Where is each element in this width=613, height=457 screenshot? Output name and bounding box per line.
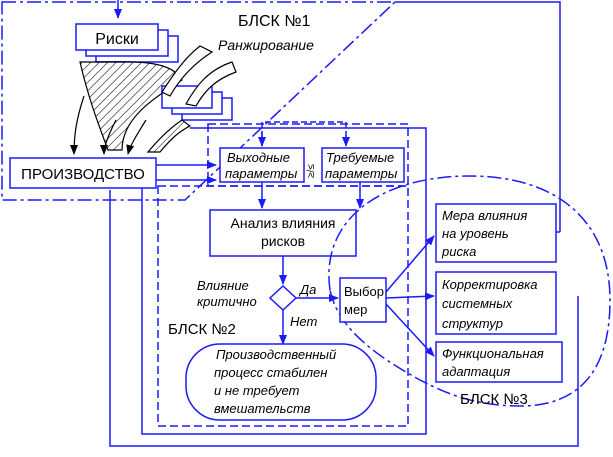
analysis-label-2: рисков bbox=[261, 233, 305, 249]
blsk3-zone bbox=[328, 175, 611, 407]
blsk1-zone bbox=[1, 1, 397, 201]
ranking-flows bbox=[161, 45, 237, 107]
influence-label-2: критично bbox=[197, 294, 257, 309]
required-params-label-2: параметры bbox=[325, 166, 398, 181]
required-params-label-1: Требуемые bbox=[326, 150, 394, 165]
measure-label-2: на уровень bbox=[442, 226, 509, 241]
correction-label-3: структур bbox=[442, 316, 503, 331]
correction-label-1: Корректировка bbox=[442, 277, 538, 292]
output-params-box bbox=[219, 147, 305, 183]
stable-process-label-3: и не требует bbox=[214, 383, 300, 398]
choice-measures-box bbox=[339, 277, 387, 323]
analysis-box bbox=[209, 209, 357, 257]
yes-label: Да bbox=[298, 282, 316, 297]
output-params-label-1: Выходные bbox=[227, 150, 290, 165]
production-box-label: ПРОИЗВОДСТВО bbox=[21, 166, 145, 183]
feedback-loop-top bbox=[395, 1, 561, 232]
stable-process-label-4: вмешательств bbox=[214, 401, 311, 416]
ranking-label: Ранжирование bbox=[218, 37, 314, 53]
measure-label-1: Мера влияния bbox=[442, 208, 527, 223]
decision-diamond bbox=[268, 284, 298, 312]
feedback-loop-left bbox=[109, 190, 579, 447]
compare-symbol: ≥/≤ bbox=[306, 164, 317, 178]
blsk1-label: БЛСК №1 bbox=[238, 13, 310, 30]
stable-process-box bbox=[185, 343, 377, 421]
stable-process-label-1: Производственный bbox=[216, 347, 336, 362]
choice-measures-label-1: Выбор bbox=[344, 284, 384, 299]
risks-box-label: Риски bbox=[95, 31, 139, 48]
functional-label-1: Функциональная bbox=[442, 346, 544, 361]
analysis-label-1: Анализ влияния bbox=[231, 215, 336, 231]
choice-to-correction-arrow bbox=[385, 292, 435, 301]
params-feed-bracket bbox=[261, 121, 350, 147]
choice-measures-label-2: мер bbox=[344, 302, 367, 317]
stable-process-label-2: процесс стабилен bbox=[214, 365, 327, 380]
correction-label-2: системных bbox=[442, 296, 513, 311]
blsk2-outer-frame bbox=[141, 127, 427, 435]
no-label: Нет bbox=[290, 314, 317, 329]
flows-into-production bbox=[70, 95, 147, 155]
hatched-flow-right bbox=[146, 119, 192, 153]
risks-stack bbox=[75, 23, 179, 63]
blsk2-label: БЛСК №2 bbox=[168, 321, 236, 338]
hatched-flow-left bbox=[79, 61, 183, 151]
correction-box bbox=[435, 271, 557, 335]
params-dashed-frame bbox=[207, 123, 409, 187]
functional-box bbox=[435, 341, 563, 383]
required-params-box bbox=[321, 147, 405, 183]
functional-label-2: адаптация bbox=[442, 364, 510, 379]
influence-label-1: Влияние bbox=[197, 278, 249, 293]
choice-to-functional-arrow bbox=[385, 303, 435, 357]
measure-label-3: риска bbox=[441, 244, 476, 259]
choice-to-measure-arrow bbox=[385, 235, 435, 293]
measure-box bbox=[435, 203, 557, 263]
blsk3-label: БЛСК №3 bbox=[460, 391, 528, 408]
production-box bbox=[9, 157, 157, 189]
output-params-label-2: параметры bbox=[225, 166, 298, 181]
